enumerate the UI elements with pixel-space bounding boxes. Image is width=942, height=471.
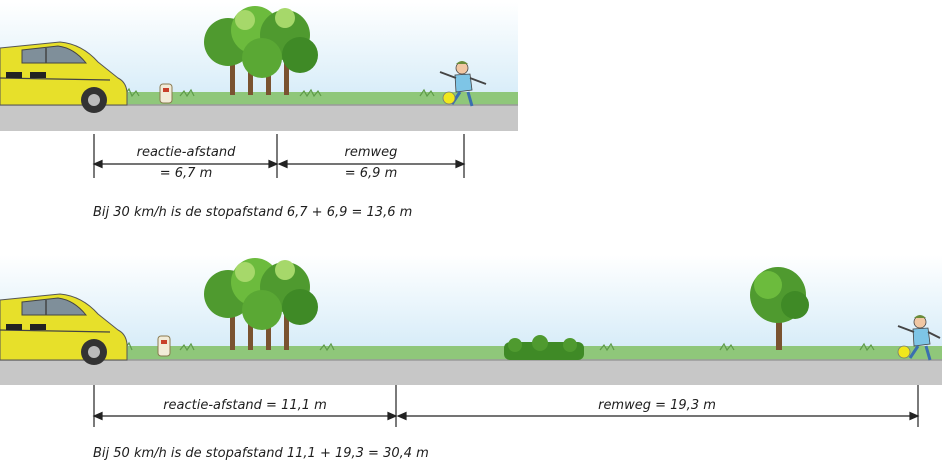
braking-distance-value: = 6,9 m <box>344 166 398 181</box>
road-scene-50kmh <box>0 255 942 427</box>
distance-arrows-50kmh <box>92 385 920 427</box>
child-icon <box>897 315 941 361</box>
reaction-distance-label: reactie-afstand = 11,1 m <box>163 398 327 413</box>
stopping-distance-caption: Bij 50 km/h is de stopafstand 11,1 + 19,… <box>93 446 429 461</box>
tree-icon <box>204 258 318 350</box>
road-scene-30kmh <box>0 2 518 178</box>
ball-icon <box>897 345 911 359</box>
scenario-50kmh: reactie-afstand = 11,1 m remweg = 19,3 m… <box>0 250 942 471</box>
car-icon <box>0 293 128 365</box>
reaction-distance-value: = 6,7 m <box>159 166 213 181</box>
braking-distance-label: remweg <box>344 145 398 160</box>
scenario-30kmh: reactie-afstand = 6,7 m remweg = 6,9 m B… <box>0 0 942 230</box>
road <box>0 105 518 131</box>
child-icon <box>439 61 487 107</box>
grass-strip <box>110 92 518 105</box>
ball-icon <box>442 91 456 105</box>
tree-icon <box>204 6 318 95</box>
tree-icon <box>750 267 809 350</box>
distance-arrows-30kmh <box>92 134 466 178</box>
road-post-icon <box>159 83 173 104</box>
car-icon <box>0 41 128 113</box>
road-post-icon <box>157 335 171 357</box>
stopping-distance-caption: Bij 30 km/h is de stopafstand 6,7 + 6,9 … <box>93 205 413 220</box>
braking-distance-label: remweg = 19,3 m <box>598 398 716 413</box>
road <box>0 360 942 385</box>
reaction-distance-label: reactie-afstand <box>136 145 236 160</box>
bush-icon <box>504 335 584 360</box>
